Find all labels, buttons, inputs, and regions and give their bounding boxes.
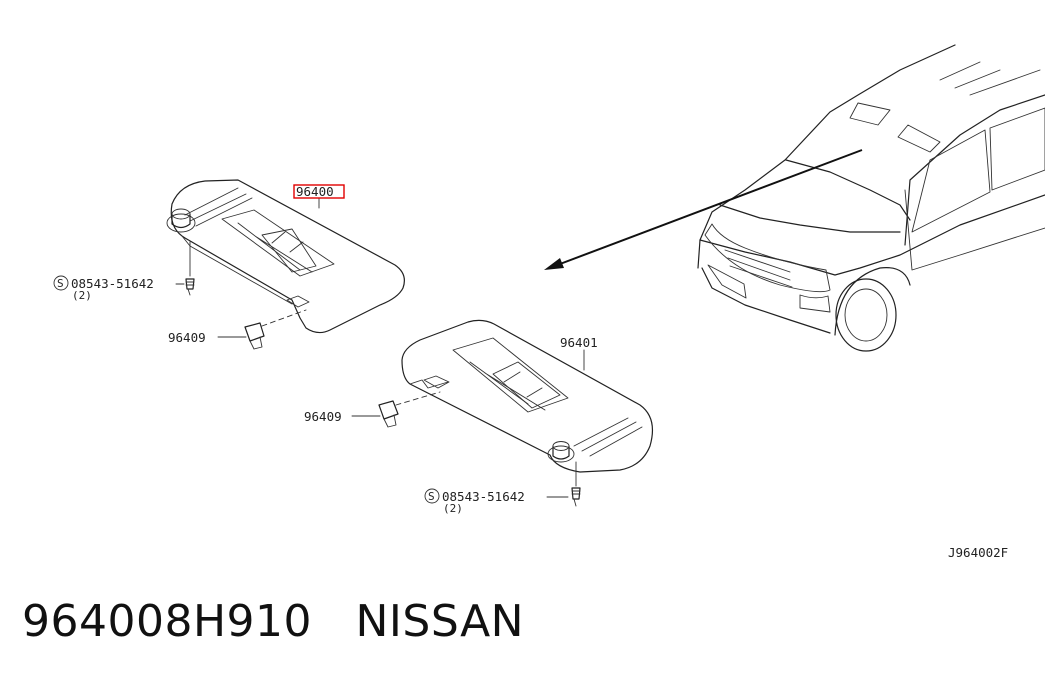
- s-symbol-icon: [424, 488, 440, 504]
- screw-symbol: S: [57, 277, 64, 290]
- screw-symbol: S: [428, 490, 435, 503]
- visor-holder-upper: [244, 309, 307, 350]
- quantity-label: (2): [72, 289, 92, 302]
- part-number-08543-51642: 08543-51642: [442, 489, 525, 504]
- screw-upper: [185, 241, 195, 296]
- screw-lower: [571, 461, 581, 507]
- part-number-96409: 96409: [168, 330, 206, 345]
- part-label-visor-lh[interactable]: 96401: [560, 335, 598, 350]
- part-label-holder-rh[interactable]: 96409: [168, 330, 206, 345]
- vehicle-illustration: [697, 44, 1045, 352]
- part-label-visor-rh[interactable]: 96400: [293, 184, 345, 199]
- part-number-08543-51642: 08543-51642: [71, 276, 154, 291]
- sun-visor-lower: [401, 319, 653, 473]
- part-number-caption: 964008H910: [22, 596, 313, 647]
- caption: 964008H910 NISSAN: [22, 596, 524, 647]
- part-number-96409: 96409: [304, 409, 342, 424]
- part-label-screw-rh[interactable]: S 08543-51642 (2): [53, 275, 154, 302]
- s-symbol-icon: [53, 275, 69, 291]
- part-label-holder-lh[interactable]: 96409: [304, 409, 342, 424]
- part-number-96400: 96400: [296, 184, 334, 199]
- leader-lines: [175, 197, 585, 498]
- part-number-96401: 96401: [560, 335, 598, 350]
- visor-holder-lower: [378, 391, 441, 428]
- quantity-label: (2): [443, 502, 463, 515]
- location-arrow: [544, 149, 863, 270]
- sun-visor-upper: [166, 179, 405, 334]
- part-label-screw-lh[interactable]: S 08543-51642 (2): [424, 488, 525, 515]
- highlight-box: [293, 184, 345, 199]
- diagram-code: J964002F: [948, 545, 1008, 560]
- brand-caption: NISSAN: [355, 596, 525, 647]
